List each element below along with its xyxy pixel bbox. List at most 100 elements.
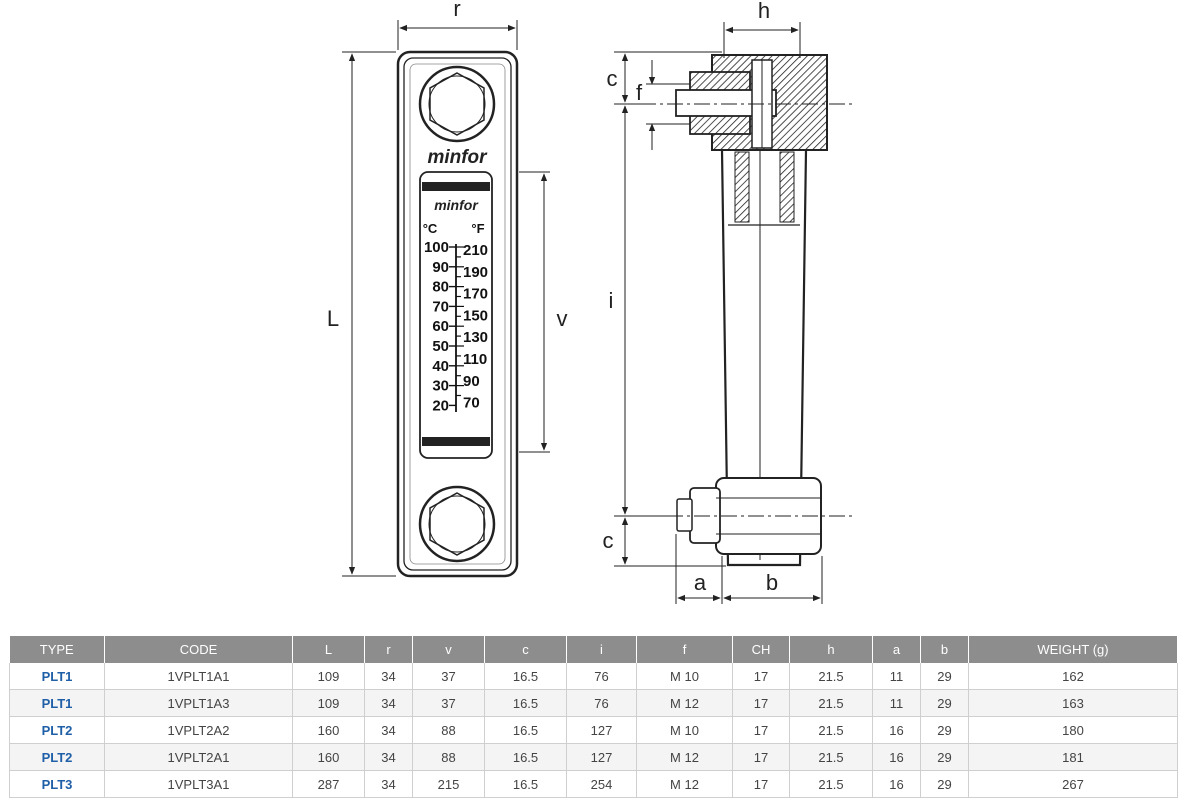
table-cell: 16 [872, 770, 921, 798]
dim-r-label: r [453, 0, 460, 21]
table-cell: 16 [872, 716, 921, 744]
table-cell: 162 [968, 663, 1178, 690]
dim-h-label: h [758, 0, 770, 23]
table-cell: 109 [292, 663, 365, 690]
table-cell: 16.5 [484, 716, 567, 744]
table-cell: M 10 [636, 716, 733, 744]
dim-L-label: L [327, 306, 339, 331]
column-header: TYPE [9, 636, 105, 663]
table-cell: 17 [732, 743, 790, 771]
table-cell: 37 [412, 689, 485, 717]
fahrenheit-tick-label: 110 [463, 351, 487, 368]
scale-logo: minfor [434, 197, 479, 213]
table-cell: 34 [364, 716, 413, 744]
fahrenheit-tick-label: 70 [463, 395, 480, 412]
table-cell: 254 [566, 770, 637, 798]
celsius-tick-label: 20 [432, 397, 449, 414]
table-cell: M 12 [636, 743, 733, 771]
table-cell: 16.5 [484, 770, 567, 798]
column-header: CODE [104, 636, 293, 663]
table-cell: 16 [872, 743, 921, 771]
table-cell: 267 [968, 770, 1178, 798]
fahrenheit-tick-label: 210 [463, 242, 488, 259]
table-cell: 11 [872, 663, 921, 690]
table-cell: 21.5 [789, 689, 873, 717]
dim-i-label: i [609, 288, 614, 313]
table-cell: 160 [292, 716, 365, 744]
table-cell: 17 [732, 716, 790, 744]
side-view [640, 54, 855, 567]
table-cell: 1VPLT3A1 [104, 770, 293, 798]
column-header: CH [732, 636, 790, 663]
table-cell: 160 [292, 743, 365, 771]
table-cell: 181 [968, 743, 1178, 771]
table-cell: 1VPLT2A2 [104, 716, 293, 744]
table-cell: 1VPLT1A1 [104, 663, 293, 690]
table-cell: 21.5 [789, 663, 873, 690]
table-cell: 29 [920, 716, 969, 744]
table-cell: 88 [412, 743, 485, 771]
table-cell: 11 [872, 689, 921, 717]
dim-f-label: f [636, 80, 643, 105]
celsius-tick-label: 80 [432, 279, 449, 296]
table-cell: 109 [292, 689, 365, 717]
column-header: c [484, 636, 567, 663]
table-cell: 287 [292, 770, 365, 798]
table-cell: 88 [412, 716, 485, 744]
table-cell: 16.5 [484, 663, 567, 690]
column-header: a [872, 636, 921, 663]
fahrenheit-tick-label: 90 [463, 373, 480, 390]
fahrenheit-tick-label: 130 [463, 329, 488, 346]
top-bolt-icon [418, 65, 496, 143]
table-cell: 127 [566, 743, 637, 771]
type-cell: PLT3 [9, 770, 105, 798]
celsius-tick-label: 40 [432, 358, 449, 375]
table-cell: 29 [920, 663, 969, 690]
table-cell: 21.5 [789, 716, 873, 744]
column-header: r [364, 636, 413, 663]
dim-c-bottom-label: c [603, 528, 614, 553]
dim-c-top-label: c [607, 66, 618, 91]
column-header: v [412, 636, 485, 663]
celsius-tick-label: 100 [424, 239, 449, 256]
unit-fahrenheit: °F [471, 221, 484, 236]
table-cell: 215 [412, 770, 485, 798]
table-cell: 17 [732, 770, 790, 798]
table-cell: M 10 [636, 663, 733, 690]
column-header: L [292, 636, 365, 663]
front-view: minfor minfor °C °F 10090807060504030202… [396, 50, 519, 578]
celsius-tick-label: 70 [432, 298, 449, 315]
table-cell: 34 [364, 743, 413, 771]
type-cell: PLT1 [9, 689, 105, 717]
table-cell: 180 [968, 716, 1178, 744]
celsius-tick-label: 30 [432, 378, 449, 395]
celsius-tick-label: 90 [432, 259, 449, 276]
thermometer-scale: 1009080706050403020210190170150130110907… [424, 239, 488, 414]
celsius-tick-label: 50 [432, 338, 449, 355]
table-cell: 34 [364, 689, 413, 717]
table-cell: 163 [968, 689, 1178, 717]
table-cell: 17 [732, 663, 790, 690]
type-cell: PLT1 [9, 663, 105, 690]
table-cell: M 12 [636, 770, 733, 798]
column-header: f [636, 636, 733, 663]
table-cell: 29 [920, 743, 969, 771]
type-cell: PLT2 [9, 743, 105, 771]
table-cell: 29 [920, 770, 969, 798]
table-cell: 34 [364, 770, 413, 798]
table-cell: 16.5 [484, 689, 567, 717]
table-cell: 21.5 [789, 743, 873, 771]
fahrenheit-tick-label: 170 [463, 286, 488, 303]
table-cell: 76 [566, 689, 637, 717]
table-cell: 37 [412, 663, 485, 690]
column-header: h [789, 636, 873, 663]
fahrenheit-tick-label: 150 [463, 307, 488, 324]
type-cell: PLT2 [9, 716, 105, 744]
table-cell: M 12 [636, 689, 733, 717]
column-header: i [566, 636, 637, 663]
brand-logo: minfor [427, 147, 488, 168]
